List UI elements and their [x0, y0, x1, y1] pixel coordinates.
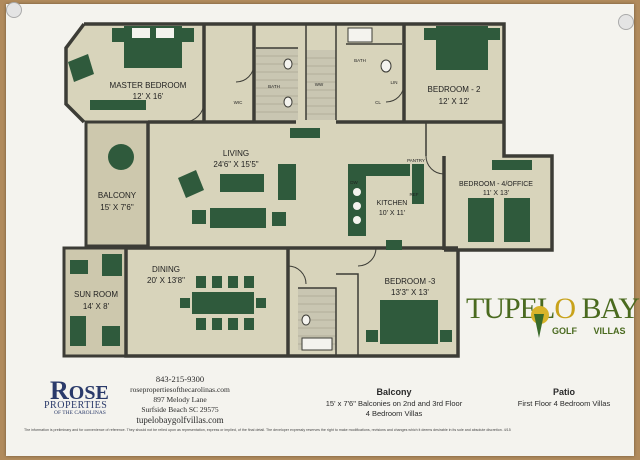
- rose-carolinas: OF THE CAROLINAS: [54, 410, 106, 416]
- floor-plan-sheet: MASTER BEDROOM 12' X 16' BEDROOM - 2 12'…: [6, 4, 640, 456]
- furniture-bedroom3: [366, 300, 452, 344]
- rose-properties: PROPERTIES: [44, 400, 108, 411]
- door-swings: [183, 63, 445, 285]
- sunroom-dims: 14' X 8': [83, 302, 110, 311]
- contact-phone: 843-215-9300: [155, 374, 205, 384]
- bath1-label: BATH: [268, 84, 280, 89]
- contact-city: Surfside Beach SC 29575: [141, 405, 219, 414]
- balcony-dims: 15' X 7'6": [100, 203, 134, 212]
- kitchen-dims: 10' X 11': [379, 210, 405, 217]
- ww-label: WW: [315, 82, 324, 87]
- furniture-bedroom4: [468, 160, 532, 242]
- bath2-tile: [306, 50, 336, 120]
- pushpin: [618, 14, 634, 30]
- balcony-name: BALCONY: [98, 191, 137, 200]
- pantry-label: PANTRY: [407, 158, 425, 163]
- bedroom2-dims: 12' X 12': [439, 97, 470, 106]
- bedroom3-name: BEDROOM -3: [385, 277, 436, 286]
- bedroom3-dims: 13'3" X 13': [391, 288, 429, 297]
- pillow: [132, 28, 150, 38]
- logo-word-villas: VILLAS: [593, 326, 626, 336]
- contact-web: rosepropertiesofthecarolinas.com: [130, 385, 230, 394]
- patio-note-title: Patio: [552, 387, 575, 397]
- logo-word-bay: BAY: [581, 292, 640, 325]
- bath-fixtures: [283, 27, 392, 351]
- dining-name: DINING: [152, 265, 180, 274]
- interior-lines: [256, 24, 427, 356]
- disclaimer: The information is preliminary and for c…: [24, 428, 511, 432]
- room-labels: MASTER BEDROOM 12' X 16' BEDROOM - 2 12'…: [74, 81, 533, 311]
- furniture-kitchen: [348, 164, 424, 250]
- balcony-note-line1: 15' x 7'6" Balconies on 2nd and 3rd Floo…: [325, 399, 463, 408]
- fixture-labels: BATH BATH WIC WW LIN CL DW PANTRY REF: [234, 58, 425, 197]
- bedroom4-dims: 11' X 13': [483, 190, 509, 197]
- bedroom4-name: BEDROOM - 4/OFFICE: [459, 181, 533, 188]
- closet-label: CL: [375, 100, 381, 105]
- bar-stools: [353, 188, 361, 224]
- tupelo-subtitle: GOLF VILLAS: [552, 326, 626, 336]
- kitchen-name: KITCHEN: [377, 200, 408, 207]
- golf-flag-icon: [531, 306, 549, 338]
- wic-label: WIC: [234, 100, 243, 105]
- furniture-bedroom2: [424, 26, 500, 70]
- ref-label: REF: [410, 192, 419, 197]
- balcony-note-line2: 4 Bedroom Villas: [365, 409, 423, 418]
- rose-logo: ROSE: [50, 376, 109, 406]
- living-dims: 24'6" X 15'5": [213, 160, 258, 169]
- furniture-sunroom: [70, 254, 122, 346]
- walls: [64, 22, 554, 358]
- rose-logo-r: R: [50, 376, 69, 405]
- logo-letter-o: O: [554, 292, 576, 325]
- master-bedroom-name: MASTER BEDROOM: [110, 81, 187, 90]
- pillow: [156, 28, 174, 38]
- contact-site: tupelobaygolfvillas.com: [136, 415, 224, 425]
- furniture-living: [108, 128, 320, 228]
- balcony-area: [84, 120, 150, 248]
- living-name: LIVING: [223, 149, 249, 158]
- dw-label: DW: [350, 180, 358, 185]
- logo-word-golf: GOLF: [552, 326, 577, 336]
- dining-dims: 20' X 13'8": [147, 276, 185, 285]
- linen-label: LIN: [390, 80, 397, 85]
- pushpin: [6, 2, 22, 18]
- rose-logo-ose: OSE: [68, 382, 109, 404]
- floor-plan-drawing: MASTER BEDROOM 12' X 16' BEDROOM - 2 12'…: [62, 22, 554, 358]
- balcony-note-title: Balcony: [376, 387, 412, 397]
- bath2-label: BATH: [354, 58, 366, 63]
- contact-street: 897 Melody Lane: [153, 395, 207, 404]
- bedroom2-name: BEDROOM - 2: [428, 85, 481, 94]
- tile-pattern: [256, 55, 336, 345]
- patio-note-line1: First Floor 4 Bedroom Villas: [517, 399, 611, 408]
- master-bedroom-dims: 12' X 16': [133, 92, 164, 101]
- sunroom-name: SUN ROOM: [74, 290, 118, 299]
- furniture-dining: [180, 276, 266, 330]
